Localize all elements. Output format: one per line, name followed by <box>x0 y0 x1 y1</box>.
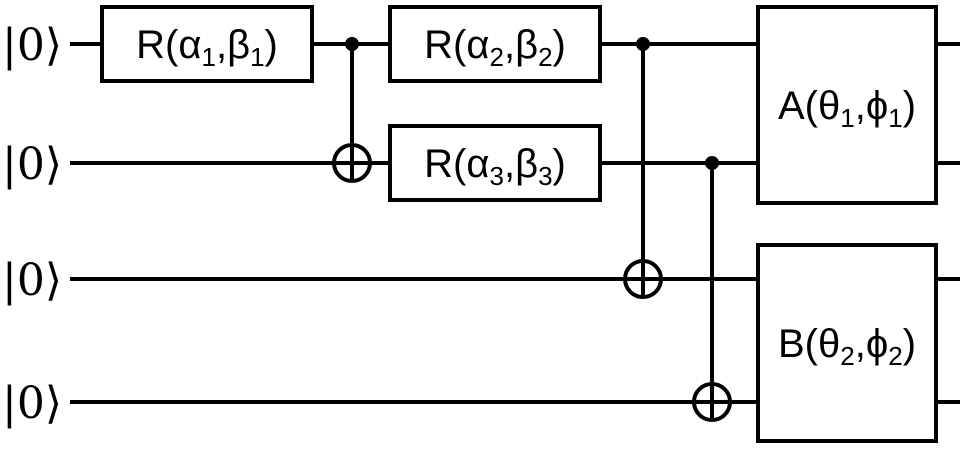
gate-box <box>756 243 938 443</box>
control-dot <box>345 37 359 51</box>
gate-label-6: A(θ1,ϕ1) <box>778 84 916 133</box>
qubit-label-1: |0⟩ <box>2 139 62 190</box>
gate-a-6: A(θ1,ϕ1) <box>756 5 938 205</box>
gate-r-2: R(α2,β2) <box>388 5 602 83</box>
control-dot <box>636 37 650 51</box>
gate-box <box>756 5 938 205</box>
gate-box <box>100 5 314 83</box>
gate-box <box>388 5 602 83</box>
control-dot <box>705 156 719 170</box>
qubit-label-2: |0⟩ <box>2 255 62 306</box>
gate-b-7: B(θ2,ϕ2) <box>756 243 938 443</box>
labels-layer: |0⟩ |0⟩ |0⟩ |0⟩ <box>2 20 62 429</box>
qubit-label-3: |0⟩ <box>2 378 62 429</box>
gate-box <box>388 124 602 202</box>
gate-r-0: R(α1,β1) <box>100 5 314 83</box>
gate-label-2: R(α2,β2) <box>424 23 566 72</box>
gate-r-3: R(α3,β3) <box>388 124 602 202</box>
gate-label-0: R(α1,β1) <box>136 23 278 72</box>
cnot-gate-1 <box>332 37 372 183</box>
gate-label-3: R(α3,β3) <box>424 142 566 191</box>
cnot-gate-4 <box>623 37 663 299</box>
cnot-gate-5 <box>692 156 732 422</box>
gates-layer: R(α1,β1) R(α2,β2) R(α3,β3) A(θ1,ϕ1) B(θ2,ϕ2) <box>100 5 938 443</box>
gate-label-7: B(θ2,ϕ2) <box>778 322 916 371</box>
qubit-label-0: |0⟩ <box>2 20 62 71</box>
